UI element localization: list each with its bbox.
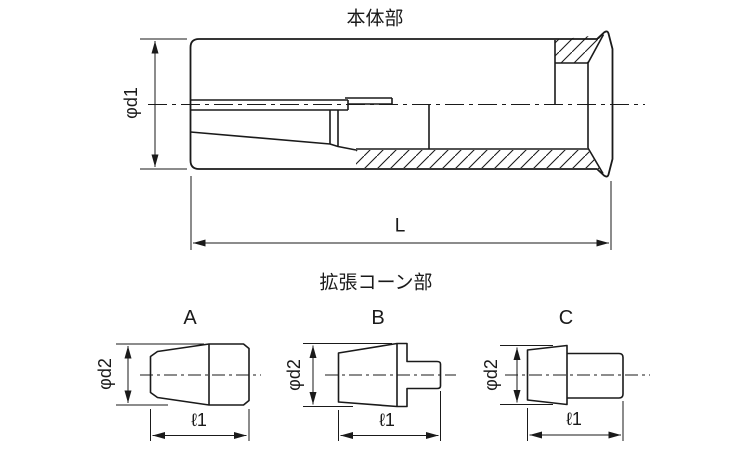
cone-c-diameter-label: φd2 — [481, 359, 501, 391]
body-drawing — [140, 30, 645, 250]
cone-b-drawing — [303, 342, 456, 441]
cone-b-length-label: ℓ1 — [379, 410, 395, 430]
cone-a-drawing — [116, 343, 261, 441]
cone-c-stud — [567, 352, 624, 399]
cone-a-label: A — [183, 307, 197, 329]
body-outline — [189, 30, 614, 178]
cone-c-dim-length — [527, 401, 624, 441]
body-length-label: L — [394, 215, 406, 237]
body-dim-length — [190, 176, 612, 250]
cone-a-diameter-label: φd2 — [95, 358, 115, 390]
cone-a-dim-diameter — [116, 343, 204, 406]
body-hatch-bottom-wall — [356, 150, 603, 173]
cone-c-dim-diameter — [500, 345, 553, 405]
cone-c-outline — [526, 344, 568, 406]
cone-a-dim-length — [150, 409, 250, 441]
body-dim-diameter — [140, 38, 187, 170]
cone-b-dim-diameter — [303, 343, 392, 407]
cone-c-label: C — [558, 307, 574, 329]
cone-b-dim-length — [338, 391, 441, 441]
cone-a-outline — [149, 343, 250, 406]
cone-a-length-label: ℓ1 — [191, 410, 207, 430]
cone-c-length-label: ℓ1 — [566, 409, 582, 429]
cone-b-outline — [337, 342, 442, 408]
cone-b-diameter-label: φd2 — [284, 359, 304, 391]
cone-section-title: 拡張コーン部 — [319, 272, 433, 294]
cone-b-label: B — [371, 307, 385, 329]
cone-c-drawing — [500, 344, 650, 441]
body-diameter-label: φd1 — [121, 87, 141, 119]
body-section-title: 本体部 — [346, 8, 404, 30]
